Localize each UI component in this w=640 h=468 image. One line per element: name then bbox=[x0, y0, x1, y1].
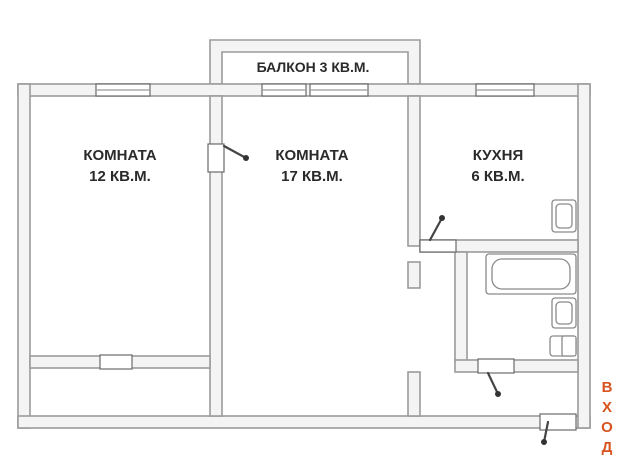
kitchen-sink bbox=[551, 199, 577, 233]
room-12-name: КОМНАТА bbox=[83, 147, 156, 164]
kitchen-name: КУХНЯ bbox=[473, 147, 523, 164]
kitchen-area: 6 КВ.М. bbox=[471, 168, 524, 185]
bathtub bbox=[485, 253, 577, 295]
room-12: КОМНАТА 12 КВ.М. bbox=[83, 147, 156, 185]
entrance-letter-2: Х bbox=[602, 399, 612, 416]
balcony-label: БАЛКОН 3 КВ.М. bbox=[257, 59, 370, 75]
bathroom-sink bbox=[551, 297, 577, 329]
entrance-letter-1: В bbox=[602, 379, 613, 396]
door-entrance bbox=[539, 413, 577, 445]
room-17: КОМНАТА 17 КВ.М. bbox=[275, 147, 348, 185]
room-12-area: 12 КВ.М. bbox=[89, 168, 151, 185]
door-room-12 bbox=[207, 143, 249, 173]
outer-walls bbox=[17, 83, 591, 429]
window-room-17-right bbox=[309, 83, 369, 97]
entrance-letter-4: Д bbox=[602, 439, 613, 456]
door-kitchen bbox=[419, 215, 457, 253]
room-17-name: КОМНАТА bbox=[275, 147, 348, 164]
entrance-letter-3: О bbox=[601, 419, 613, 436]
fixtures bbox=[485, 199, 577, 357]
toilet bbox=[549, 335, 577, 357]
windows bbox=[95, 83, 535, 97]
entrance-label: В Х О Д bbox=[601, 379, 613, 456]
window-kitchen bbox=[475, 83, 535, 97]
doors bbox=[99, 143, 577, 445]
window-room-12 bbox=[95, 83, 151, 97]
window-room-17-left bbox=[261, 83, 307, 97]
door-storage bbox=[99, 354, 133, 370]
kitchen: КУХНЯ 6 КВ.М. bbox=[471, 147, 524, 185]
door-bathroom bbox=[477, 358, 515, 397]
balcony: БАЛКОН 3 КВ.М. bbox=[209, 39, 421, 85]
room-17-area: 17 КВ.М. bbox=[281, 168, 343, 185]
